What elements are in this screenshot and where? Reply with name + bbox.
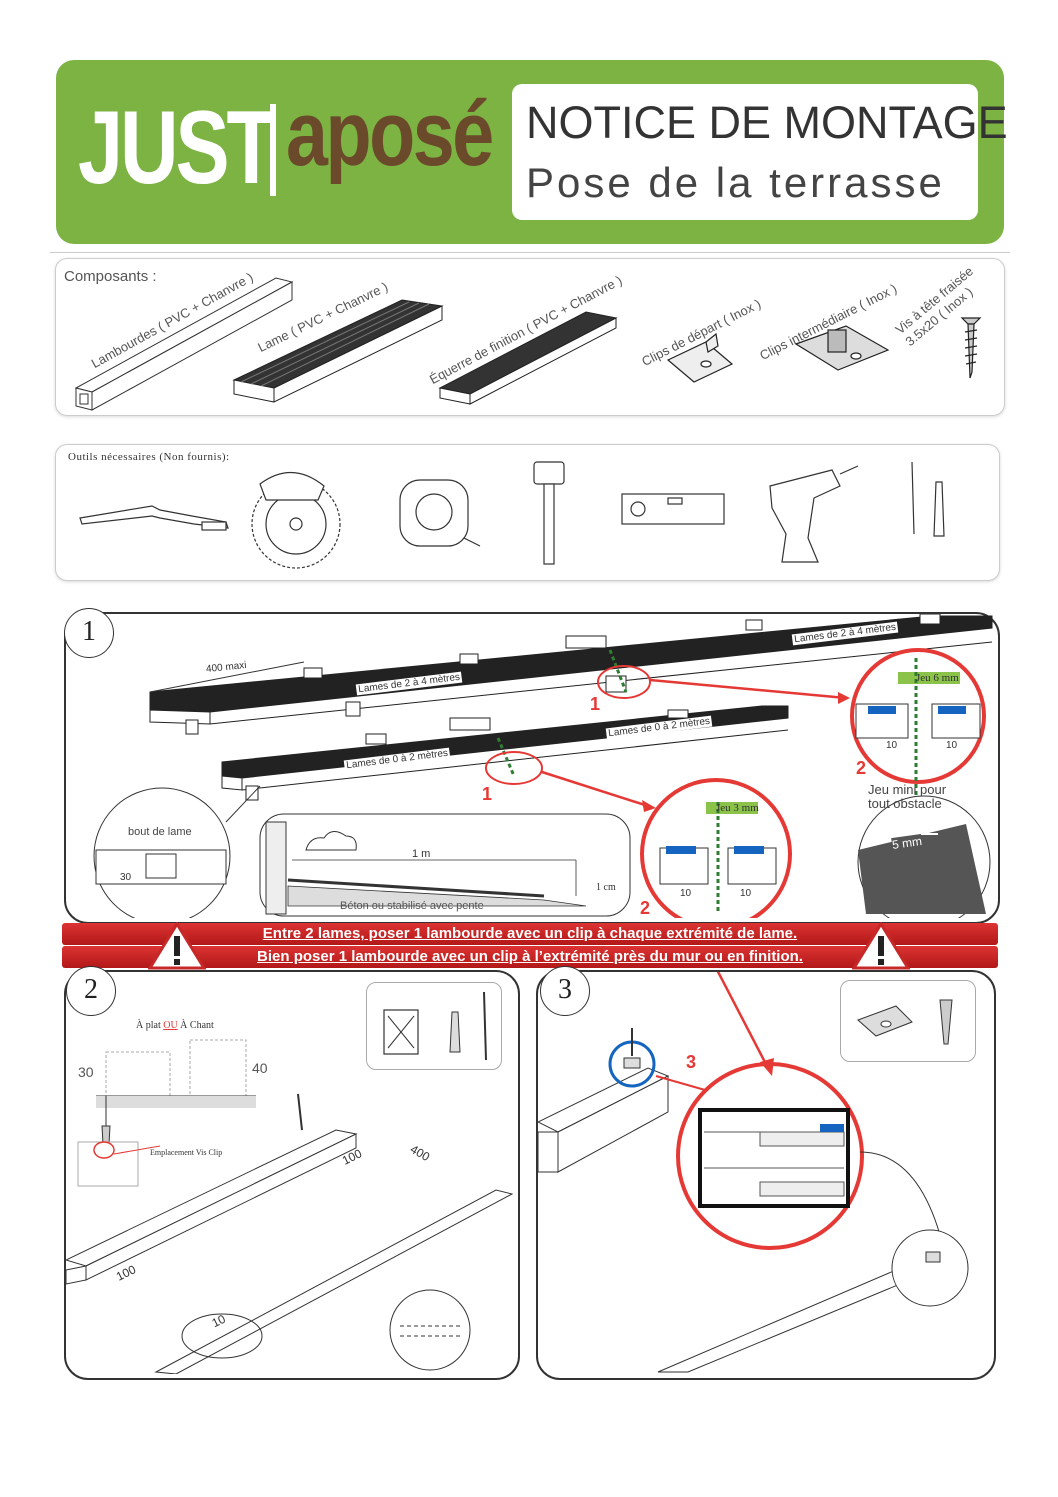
logo-separator [270, 104, 276, 196]
title-box [512, 84, 978, 220]
equerre-image [438, 311, 618, 405]
dim-10-b: 10 [946, 740, 958, 751]
dim-10-c: 10 [680, 888, 692, 899]
dim-10-d: 10 [740, 888, 752, 899]
warning-text-1: Entre 2 lames, poser 1 lambourde avec un… [262, 925, 798, 942]
step-1-number: 1 [64, 608, 114, 658]
jeu-mini-line1: Jeu mini pour [868, 782, 947, 797]
ou-label: OU [163, 1020, 178, 1031]
callout-1-upper: 1 [590, 694, 601, 714]
callout-2-center: 2 [640, 898, 651, 918]
screw-and-plug-icon [911, 461, 945, 537]
dim-1cm: 1 cm [596, 882, 616, 893]
lambourde-image [74, 277, 294, 411]
jeu-6mm: Jeu 6 mm [916, 672, 959, 684]
step-3-number: 3 [540, 966, 590, 1016]
lame-image [232, 299, 444, 403]
dim-1m: 1 m [412, 848, 431, 860]
step-2-parts-illustration [383, 991, 487, 1061]
beton-label: Béton ou stabilisé avec pente [340, 900, 484, 912]
dim-40-step2: 40 [252, 1060, 268, 1076]
circular-saw-icon [251, 471, 341, 569]
jeu-mini-line2: tout obstacle [868, 796, 942, 811]
callout-2-right: 2 [856, 758, 867, 778]
divider [50, 252, 1010, 253]
warning-text-2: Bien poser 1 lambourde avec un clip à l’… [257, 948, 803, 965]
bout-de-lame-label: bout de lame [128, 826, 192, 838]
achant-label: À Chant [180, 1020, 214, 1031]
step-2-number: 2 [66, 966, 116, 1016]
jeu-3mm: Jeu 3 mm [716, 802, 759, 814]
logo-just: JUST [78, 90, 276, 206]
aplat-label: À plat [136, 1020, 161, 1031]
clip-intermediaire-image [794, 325, 890, 371]
callout-3: 3 [686, 1052, 697, 1072]
components-title: Composants : [64, 268, 157, 285]
tools-panel [55, 444, 1000, 581]
document-title: NOTICE DE MONTAGE [526, 97, 1008, 148]
drill-icon [769, 465, 859, 563]
step-3-parts-illustration [857, 999, 953, 1045]
step-2-illustration [66, 1039, 514, 1374]
aplat-ou-achant: À plat OU À Chant [136, 1020, 214, 1031]
screw-image [960, 317, 982, 379]
logo-apose: aposé [286, 83, 494, 185]
dim-10-a: 10 [886, 740, 898, 751]
emplacement-vis-clip: Emplacement Vis Clip [150, 1148, 223, 1157]
clip-depart-image [666, 332, 734, 383]
callout-1-lower: 1 [482, 784, 493, 804]
components-illustration [74, 277, 982, 411]
warning-band-2 [62, 946, 998, 968]
dim-30-step2: 30 [78, 1064, 94, 1080]
spacer-tool-icon [79, 505, 229, 531]
step-3-illustration [538, 972, 969, 1373]
dim-30: 30 [120, 872, 132, 883]
warning-icon-right [852, 922, 910, 970]
document-subtitle: Pose de la terrasse [526, 159, 945, 206]
step-1-illustration [93, 614, 993, 918]
tools-illustration [79, 461, 945, 569]
warning-band-1 [62, 923, 998, 945]
warning-icon-left [148, 922, 206, 970]
spirit-level-icon [621, 493, 725, 525]
tools-title: Outils nécessaires (Non fournis): [68, 451, 230, 463]
tape-measure-icon [399, 479, 481, 547]
mallet-icon [533, 461, 565, 565]
